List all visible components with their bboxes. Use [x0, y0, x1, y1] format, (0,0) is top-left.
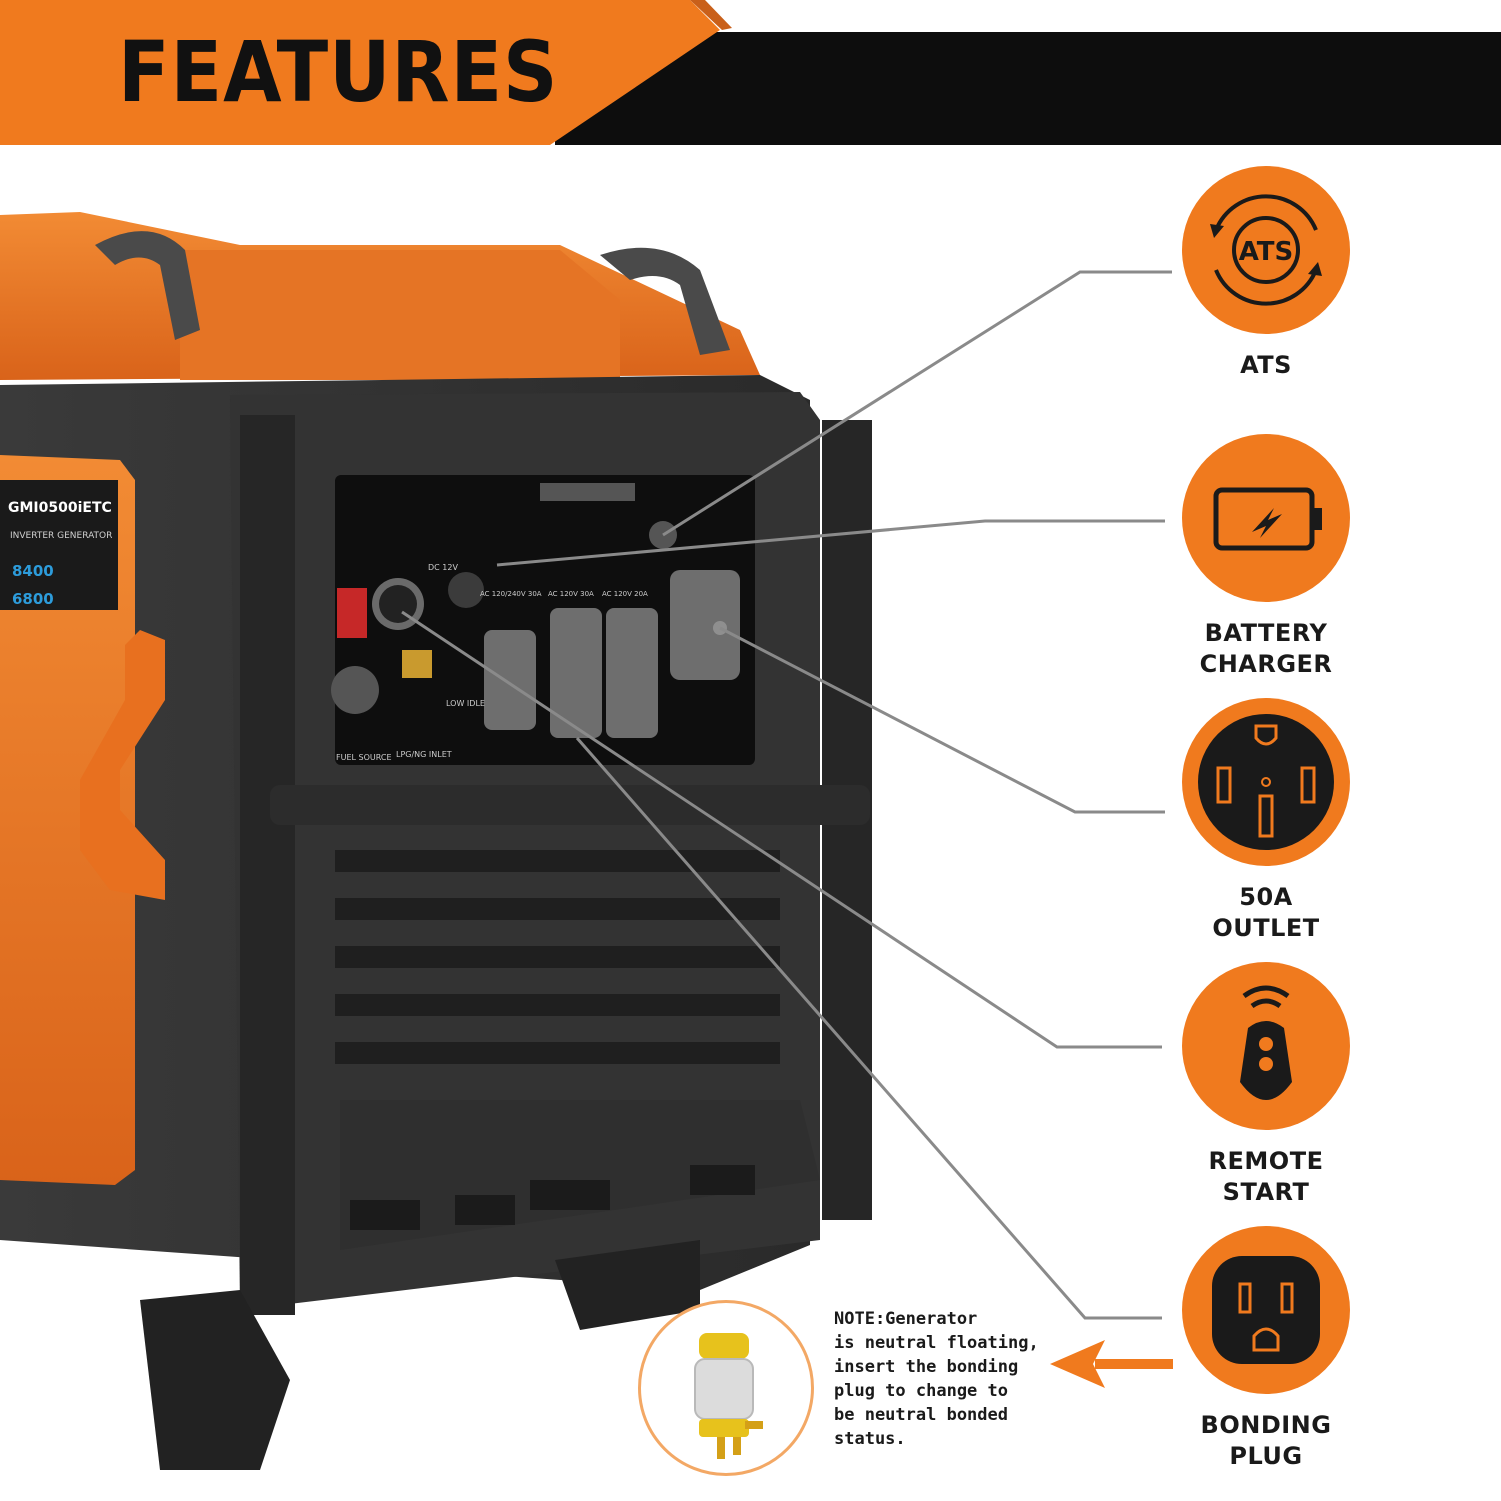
feature-bonding-label-line1: BONDING	[1200, 1411, 1332, 1439]
feature-bonding-plug: BONDING PLUG	[1166, 1226, 1366, 1472]
ac-twist-label: AC 120/240V 30A	[480, 590, 542, 598]
low-idle-label: LOW IDLE	[446, 699, 485, 708]
ats-icon: ATS	[1210, 194, 1322, 306]
bonding-note: NOTE:Generator is neutral floating, inse…	[834, 1307, 1044, 1451]
feature-battery-charger: BATTERY CHARGER	[1166, 434, 1366, 680]
dc-label: DC 12V	[428, 563, 458, 572]
start-watts: 8400	[12, 562, 54, 580]
ats-icon-text: ATS	[1239, 237, 1294, 267]
note-line: insert the bonding	[834, 1357, 1019, 1377]
page-title: FEATURES	[118, 23, 559, 121]
run-watts: 6800	[12, 590, 54, 608]
plug-icon	[694, 1333, 763, 1459]
remote-icon	[1240, 985, 1292, 1100]
feature-remote-label-line1: REMOTE	[1208, 1147, 1324, 1175]
model-name: GMI0500iETC	[8, 500, 112, 516]
note-line: is neutral floating,	[834, 1333, 1039, 1353]
feature-remote-start: REMOTE START	[1166, 962, 1366, 1208]
feature-bonding-label-line2: PLUG	[1229, 1442, 1303, 1471]
header-banner	[0, 0, 1501, 145]
battery-icon	[1213, 487, 1322, 551]
feature-50a-label-line1: 50A	[1239, 883, 1293, 911]
outlet-50a-icon	[1198, 714, 1334, 850]
arrow-left-icon	[1050, 1340, 1173, 1388]
lpg-inlet-label: LPG/NG INLET	[396, 750, 452, 759]
bonding-plug-icon	[1212, 1256, 1320, 1364]
note-line: NOTE:Generator	[834, 1309, 978, 1329]
note-line: plug to change to	[834, 1381, 1008, 1401]
ac-20-label: AC 120V 20A	[602, 590, 648, 598]
note-line: be neutral bonded	[834, 1405, 1008, 1425]
feature-ats: ATS ATS	[1166, 166, 1366, 381]
generator-image: GMI0500iETC INVERTER GENERATOR 8400 6800…	[0, 212, 872, 1470]
feature-remote-label-line2: START	[1222, 1178, 1310, 1207]
feature-ats-label: ATS	[1240, 351, 1292, 379]
feature-battery-label-line1: BATTERY	[1204, 619, 1328, 647]
feature-50a-label-line2: OUTLET	[1212, 914, 1320, 943]
note-line: status.	[834, 1429, 906, 1449]
feature-battery-label-line2: CHARGER	[1199, 650, 1333, 679]
ac-30-label: AC 120V 30A	[548, 590, 594, 598]
bonding-plug-image	[638, 1300, 814, 1476]
fuel-source-label: FUEL SOURCE	[336, 753, 392, 762]
model-subtitle: INVERTER GENERATOR	[10, 531, 112, 541]
feature-50a-outlet: 50A OUTLET	[1166, 698, 1366, 944]
